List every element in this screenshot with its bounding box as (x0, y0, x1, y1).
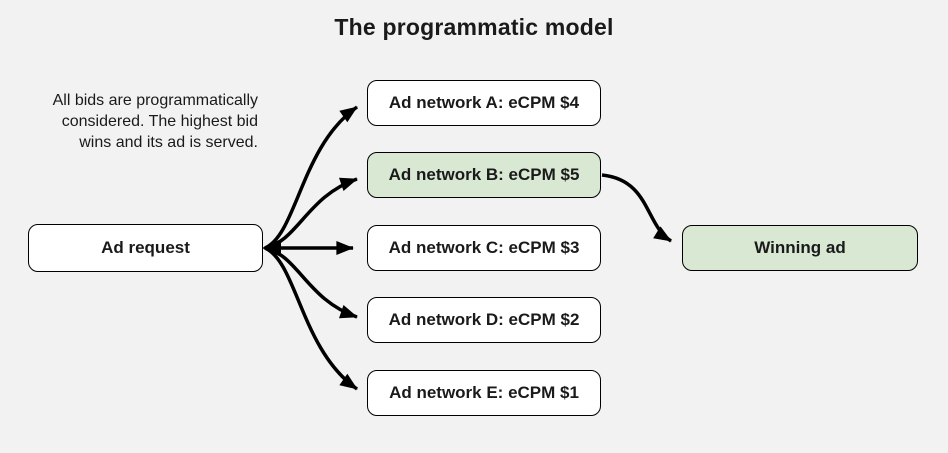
arrow-to-network-e-icon (264, 246, 359, 391)
network-d-label: Ad network D: eCPM $2 (388, 310, 580, 329)
network-b-label: Ad network B: eCPM $5 (388, 165, 580, 184)
arrow-to-network-d-icon (264, 246, 358, 319)
ad-request-box: Ad request (28, 224, 263, 272)
ad-request-label: Ad request (101, 238, 190, 257)
network-box-b: Ad network B: eCPM $5 (367, 152, 601, 198)
network-box-a: Ad network A: eCPM $4 (367, 80, 601, 126)
description-text: All bids are programmatically considered… (14, 90, 258, 153)
network-box-c: Ad network C: eCPM $3 (367, 225, 601, 271)
network-box-e: Ad network E: eCPM $1 (367, 370, 601, 416)
arrow-to-network-a-icon (264, 105, 359, 250)
network-e-label: Ad network E: eCPM $1 (389, 383, 579, 402)
winning-ad-label: Winning ad (754, 238, 846, 257)
network-c-label: Ad network C: eCPM $3 (388, 238, 580, 257)
description-line-3: wins and its ad is served. (79, 134, 258, 151)
winning-ad-box: Winning ad (682, 225, 918, 271)
description-line-1: All bids are programmatically (52, 92, 258, 109)
diagram-title: The programmatic model (334, 14, 614, 40)
arrow-winner-icon (601, 173, 672, 243)
description-line-2: considered. The highest bid (61, 113, 258, 130)
network-box-d: Ad network D: eCPM $2 (367, 297, 601, 343)
network-a-label: Ad network A: eCPM $4 (388, 93, 580, 112)
arrow-to-network-b-icon (264, 177, 358, 250)
